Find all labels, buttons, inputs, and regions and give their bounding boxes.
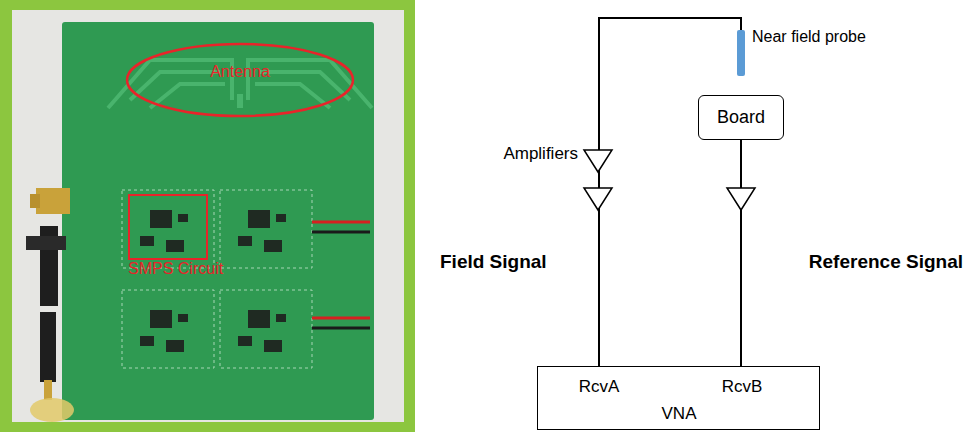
sma-connector [30, 194, 40, 208]
sma-connector [36, 188, 70, 214]
board-box: Board [698, 95, 784, 140]
pcb [62, 22, 374, 420]
circuit-outlines [122, 190, 312, 368]
amplifier-symbol [584, 150, 612, 172]
board-box-text: Board [717, 107, 765, 128]
antenna-callout: Antenna [125, 42, 355, 118]
amplifier-label: Amplifiers [503, 144, 578, 164]
circuit-callout: SMPS Circuit [128, 194, 208, 260]
instrument-name: VNA [662, 404, 697, 424]
near-field-probe-text: Near field probe [752, 28, 866, 46]
antenna-callout-text: Antenna [210, 63, 270, 81]
wires [312, 222, 370, 328]
receiver-port: RcvB [722, 377, 763, 397]
antenna-feed [237, 94, 243, 108]
photo-frame [0, 0, 415, 432]
amplifier-symbol [727, 188, 755, 210]
near-field-probe: Near field probe [737, 30, 745, 76]
photo-background [12, 10, 404, 422]
amplifier-symbol [584, 188, 612, 210]
vna-box: RcvA RcvB VNA [537, 366, 820, 430]
signal-wire [740, 140, 742, 366]
circuit-callout-text: SMPS Circuit [128, 260, 223, 278]
signal-wire [599, 18, 741, 366]
components [140, 210, 286, 352]
signal-label: Reference Signal [809, 251, 963, 273]
power-connectors [26, 226, 66, 400]
receiver-port: RcvA [579, 377, 620, 397]
signal-label: Field Signal [440, 251, 547, 273]
tape [30, 398, 74, 422]
